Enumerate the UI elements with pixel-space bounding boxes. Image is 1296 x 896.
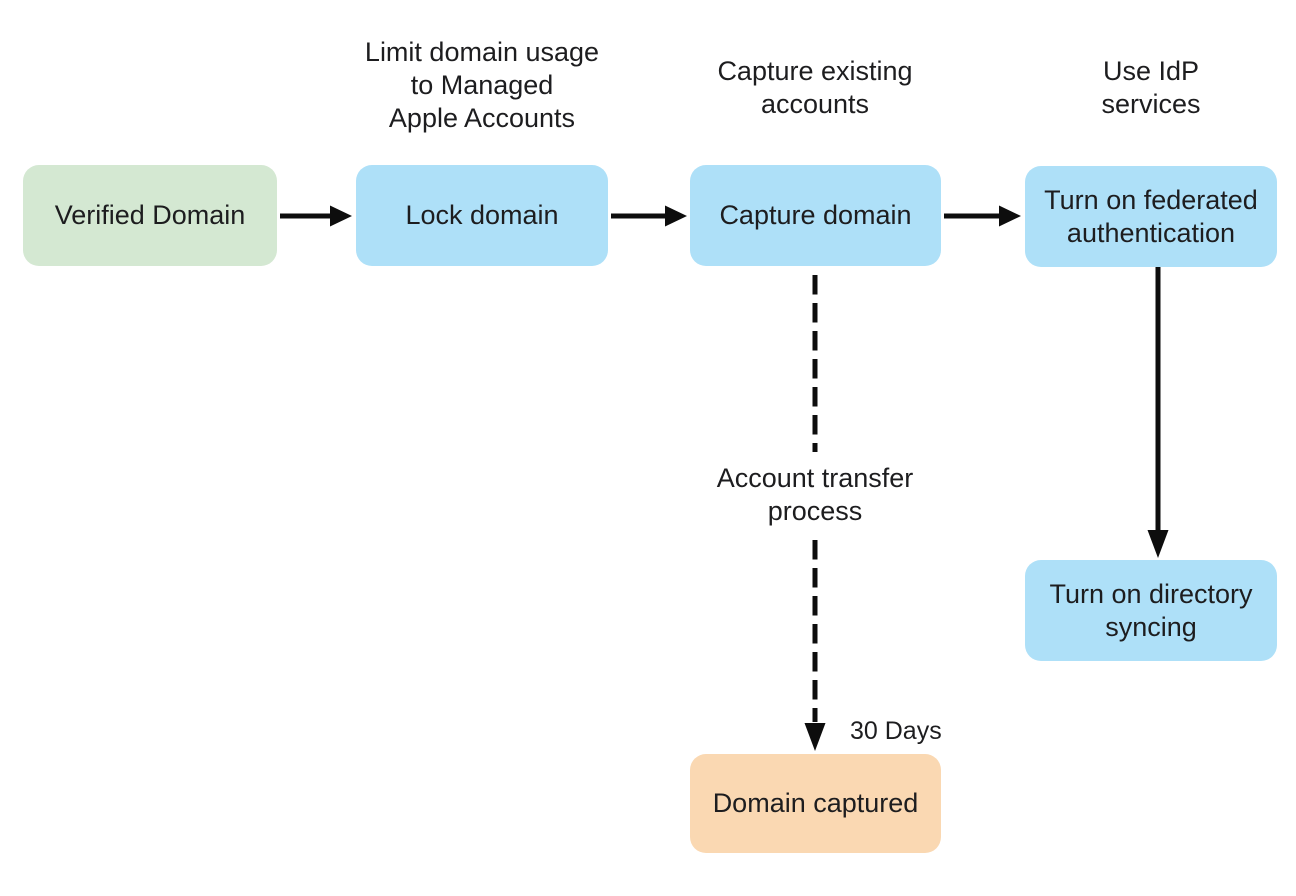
arrow-capture-to-federated bbox=[944, 205, 1021, 227]
node-domain-captured: Domain captured bbox=[690, 754, 941, 853]
arrow-verified-to-lock-head bbox=[330, 205, 352, 227]
node-federated-authentication-label: Turn on federated authentication bbox=[1044, 184, 1258, 248]
annotation-limit-domain-usage: Limit domain usage to Managed Apple Acco… bbox=[364, 37, 600, 133]
arrow-capture-to-federated-head bbox=[999, 205, 1021, 227]
annotation-use-idp-services: Use IdP services bbox=[1101, 56, 1201, 119]
node-directory-syncing-label: Turn on directory syncing bbox=[1049, 578, 1253, 642]
arrow-federated-to-directory bbox=[1147, 267, 1169, 558]
annotation-account-transfer-process: Account transfer process bbox=[716, 463, 914, 526]
node-verified-domain: Verified Domain bbox=[23, 165, 277, 266]
node-lock-domain: Lock domain bbox=[356, 165, 608, 266]
node-directory-syncing: Turn on directory syncing bbox=[1025, 560, 1277, 661]
node-federated-authentication: Turn on federated authentication bbox=[1025, 166, 1277, 267]
node-capture-domain-label: Capture domain bbox=[719, 200, 912, 230]
dashed-arrow-head bbox=[804, 723, 826, 751]
node-verified-domain-label: Verified Domain bbox=[54, 200, 246, 230]
node-capture-domain: Capture domain bbox=[690, 165, 941, 266]
arrow-verified-to-lock bbox=[280, 205, 352, 227]
arrow-federated-to-directory-head bbox=[1147, 530, 1169, 558]
arrow-lock-to-capture bbox=[611, 205, 687, 227]
annotation-30-days: 30 Days bbox=[850, 717, 942, 745]
annotation-capture-existing-accounts: Capture existing accounts bbox=[717, 56, 913, 119]
node-domain-captured-label: Domain captured bbox=[712, 788, 919, 818]
node-lock-domain-label: Lock domain bbox=[405, 200, 559, 230]
arrow-lock-to-capture-head bbox=[665, 205, 687, 227]
